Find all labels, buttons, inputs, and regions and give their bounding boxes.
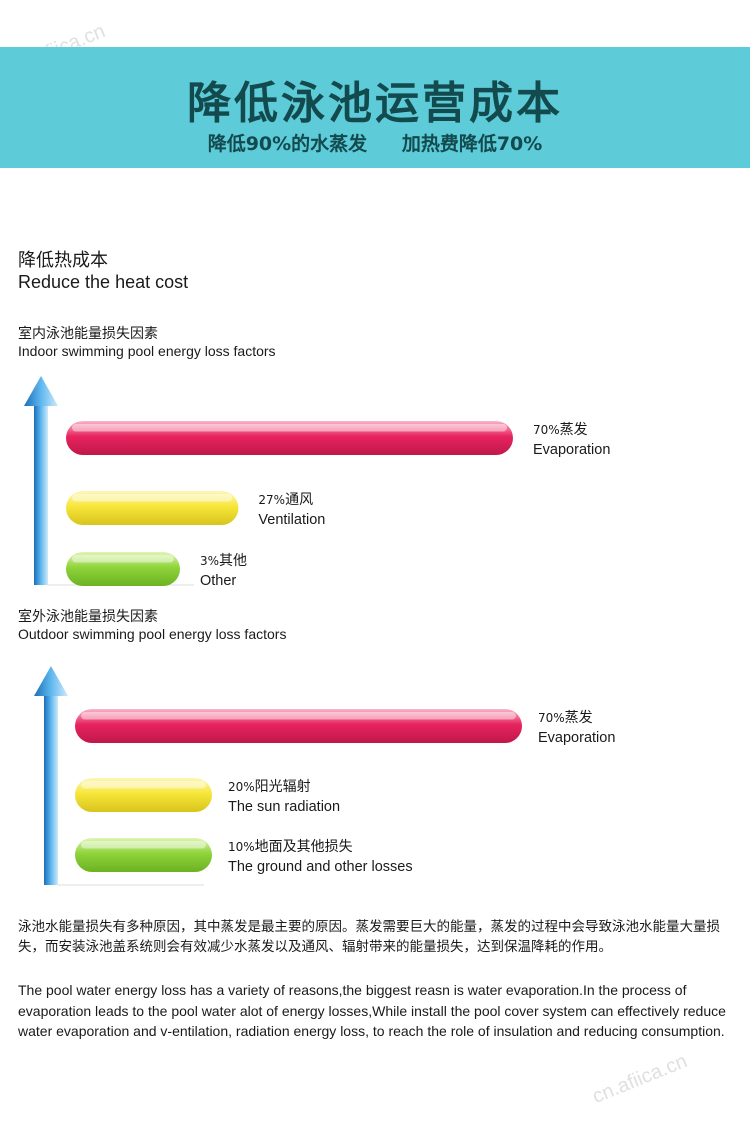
bar-highlight [72, 555, 174, 563]
bar-label-en: Other [200, 573, 236, 589]
bar-the-ground-and-other-losses [75, 838, 212, 872]
header-subtitle: 降低90%的水蒸发 加热费降低70% [0, 129, 750, 156]
bar-label-en: Evaporation [538, 730, 615, 746]
axis-arrow-shaft [44, 692, 58, 885]
section-title-cn: 降低热成本 [18, 250, 108, 271]
bar-label-en: The ground and other losses [228, 859, 413, 875]
description-cn: 泳池水能量损失有多种原因，其中蒸发是最主要的原因。蒸发需要巨大的能量，蒸发的过程… [18, 919, 720, 955]
bar-label-cn: 10%地面及其他损失 [228, 839, 353, 855]
bar-highlight [81, 841, 206, 849]
bar-label-cn: 70%蒸发 [533, 422, 588, 438]
bar-evaporation [75, 709, 522, 743]
axis-arrow-head [34, 666, 68, 696]
bar-other [66, 552, 180, 586]
bar-evaporation [66, 421, 513, 455]
section-title-en: Reduce the heat cost [18, 272, 189, 292]
bar-label-cn: 27%通风 [258, 492, 313, 508]
axis-arrow-shaft [34, 402, 48, 585]
bar-label-en: Ventilation [258, 512, 325, 528]
bar-the-sun-radiation [75, 778, 212, 812]
bar-label-en: Evaporation [533, 442, 610, 458]
outdoor-chart-title-en: Outdoor swimming pool energy loss factor… [18, 626, 287, 642]
subtitle-heating: 加热费降低70% [401, 133, 543, 155]
bar-highlight [81, 712, 516, 720]
page-title: 降低泳池运营成本 [187, 78, 563, 129]
indoor-chart-title-en: Indoor swimming pool energy loss factors [18, 343, 276, 359]
outdoor-chart-title-cn: 室外泳池能量损失因素 [18, 609, 158, 625]
description-en: The pool water energy loss has a variety… [18, 982, 726, 1039]
bar-label-cn: 20%阳光辐射 [228, 779, 311, 795]
bar-label-en: The sun radiation [228, 799, 340, 815]
bar-ventilation [66, 491, 239, 525]
bar-label-cn: 70%蒸发 [538, 710, 593, 726]
outdoor-chart: 70%蒸发 Evaporation 20%阳光辐射 The sun radiation… [34, 666, 615, 886]
axis-arrow-head [24, 376, 58, 406]
bar-label-cn: 3%其他 [200, 553, 247, 569]
bar-highlight [81, 781, 206, 789]
bar-highlight [72, 494, 233, 502]
subtitle-evaporation: 降低90%的水蒸发 [207, 133, 368, 155]
indoor-chart: 70%蒸发 Evaporation 27%通风 Ventilation 3%其他 Othe… [24, 376, 610, 589]
watermark-bottom: cn.afiica.cn [589, 1050, 691, 1108]
indoor-chart-title-cn: 室内泳池能量损失因素 [18, 326, 158, 342]
bar-highlight [72, 424, 507, 432]
header-banner: 降低泳池运营成本 降低90%的水蒸发 加热费降低70% [0, 47, 750, 168]
